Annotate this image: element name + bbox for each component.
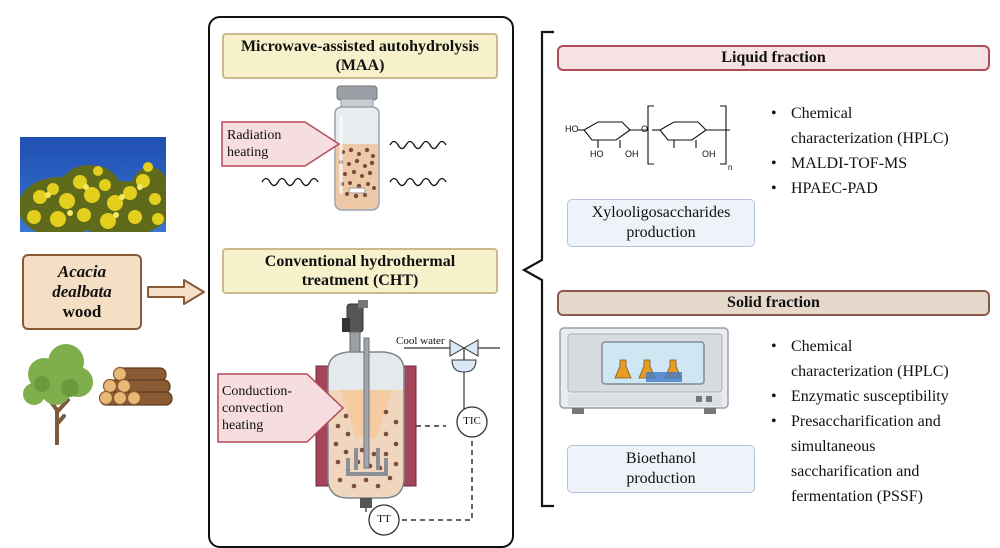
structure-ho-1: HO bbox=[565, 124, 579, 134]
solid-analysis-3-line3: saccharification and bbox=[791, 463, 920, 480]
list-item: Chemical characterization (HPLC) bbox=[771, 334, 949, 384]
acacia-tree-photo bbox=[20, 137, 166, 232]
xos-production-line1: Xylooligosaccharides bbox=[591, 204, 731, 221]
liquid-analyses-list: Chemical characterization (HPLC) MALDI-T… bbox=[771, 101, 949, 201]
feed-arrow bbox=[147, 279, 205, 305]
bioethanol-production-line2: production bbox=[626, 470, 696, 487]
liquid-analysis-2: MALDI-TOF-MS bbox=[791, 155, 908, 172]
list-item: Enzymatic susceptibility bbox=[771, 384, 949, 409]
solid-fraction-header: Solid fraction bbox=[557, 290, 990, 316]
solid-analysis-1-line2: characterization (HPLC) bbox=[791, 363, 949, 380]
conduction-heating-arrow bbox=[217, 373, 345, 443]
structure-o: O bbox=[641, 124, 649, 134]
logs-icon bbox=[98, 366, 173, 406]
liquid-fraction-header: Liquid fraction bbox=[557, 45, 990, 71]
solid-analysis-2: Enzymatic susceptibility bbox=[791, 388, 949, 405]
cht-title-line2: treatment (CHT) bbox=[301, 272, 419, 289]
cht-title-box: Conventional hydrothermal treatment (CHT… bbox=[222, 248, 498, 294]
incubator-shaker-icon bbox=[559, 327, 729, 414]
cht-title-line1: Conventional hydrothermal bbox=[264, 253, 456, 270]
structure-oh-1: OH bbox=[625, 149, 639, 159]
tree-icon bbox=[23, 344, 93, 445]
xylooligosaccharide-structure bbox=[578, 105, 730, 165]
radiation-heating-arrow bbox=[221, 121, 341, 167]
fraction-brace bbox=[521, 30, 554, 508]
list-item: Chemical characterization (HPLC) bbox=[771, 101, 949, 151]
conduction-heating-line1: Conduction- bbox=[222, 384, 292, 399]
conduction-heating-line2: convection bbox=[222, 401, 284, 416]
microwave-waves-icon bbox=[261, 140, 447, 187]
liquid-analysis-1-line1: Chemical bbox=[791, 105, 853, 122]
liquid-analysis-3: HPAEC-PAD bbox=[791, 180, 878, 197]
maa-title-box: Microwave-assisted autohydrolysis (MAA) bbox=[222, 33, 498, 79]
structure-ho-2: HO bbox=[590, 149, 604, 159]
structure-oh-2: OH bbox=[702, 149, 716, 159]
species-name-line2: dealbata bbox=[52, 282, 112, 301]
radiation-heating-line1: Radiation bbox=[227, 128, 282, 143]
conduction-heating-line3: heating bbox=[222, 418, 264, 433]
radiation-heating-line2: heating bbox=[227, 145, 269, 160]
list-item: HPAEC-PAD bbox=[771, 176, 949, 201]
bioethanol-production-line1: Bioethanol bbox=[625, 450, 697, 467]
species-name-line1: Acacia bbox=[57, 262, 107, 281]
species-name-line3: wood bbox=[62, 302, 102, 321]
maa-title-line2: (MAA) bbox=[335, 57, 385, 74]
solid-analysis-1-line1: Chemical bbox=[791, 338, 853, 355]
hydrothermal-reactor-icon bbox=[315, 300, 500, 536]
tic-label: TIC bbox=[463, 415, 481, 427]
radiation-heating-label: Radiation heating bbox=[227, 127, 281, 161]
conduction-heating-label: Conduction- convection heating bbox=[222, 383, 292, 434]
solid-analysis-3-line2: simultaneous bbox=[791, 438, 876, 455]
solid-analysis-3-line4: fermentation (PSSF) bbox=[791, 488, 923, 505]
structure-n: n bbox=[728, 163, 733, 172]
xos-production-line2: production bbox=[626, 224, 696, 241]
xos-production-box: Xylooligosaccharides production bbox=[567, 199, 755, 247]
liquid-analysis-1-line2: characterization (HPLC) bbox=[791, 130, 949, 147]
tt-label: TT bbox=[377, 513, 391, 525]
acacia-dealbata-wood-box: Acacia dealbata wood bbox=[22, 254, 142, 330]
cool-water-label: Cool water bbox=[396, 335, 445, 347]
list-item: MALDI-TOF-MS bbox=[771, 151, 949, 176]
solid-analysis-3-line1: Presaccharification and bbox=[791, 413, 941, 430]
maa-title-line1: Microwave-assisted autohydrolysis bbox=[240, 38, 480, 55]
microwave-vial-icon bbox=[334, 85, 380, 211]
list-item: Presaccharification and simultaneous sac… bbox=[771, 409, 949, 509]
solid-analyses-list: Chemical characterization (HPLC) Enzymat… bbox=[771, 334, 949, 509]
bioethanol-production-box: Bioethanol production bbox=[567, 445, 755, 493]
